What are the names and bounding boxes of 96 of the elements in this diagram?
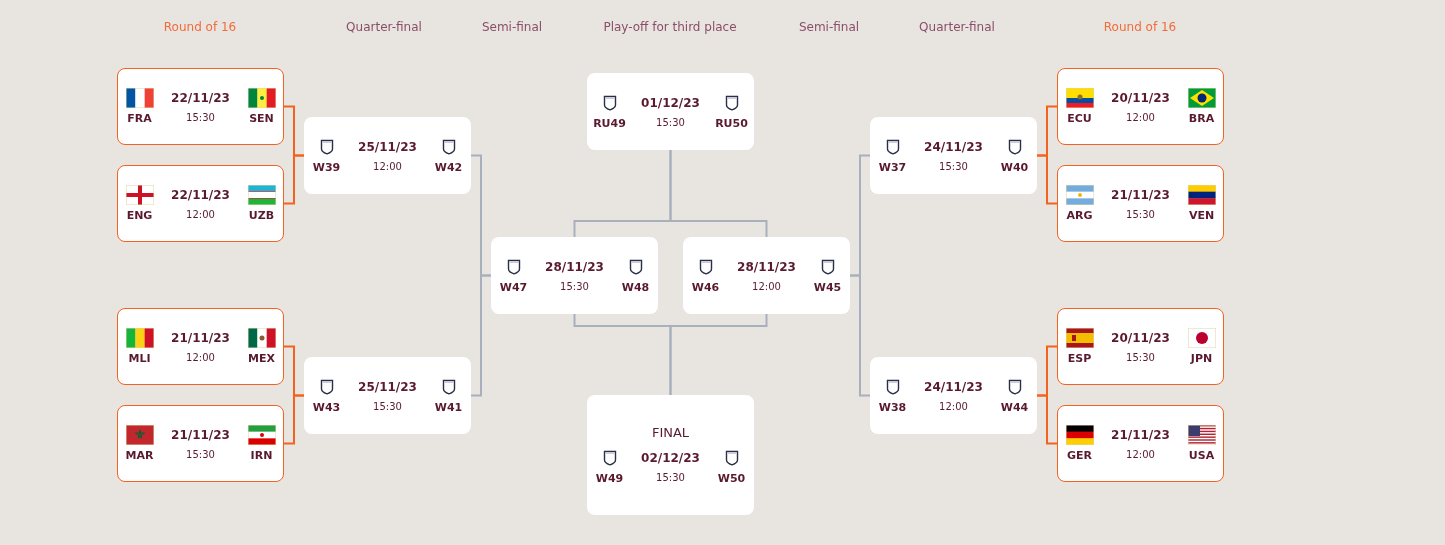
- match-time: 12:00: [373, 161, 402, 172]
- match-time: 15:30: [656, 117, 685, 128]
- round-heading: Round of 16: [163, 20, 237, 34]
- match-card: [587, 73, 754, 150]
- team-code: W38: [878, 401, 907, 414]
- team-code: W37: [878, 161, 907, 174]
- team-code: ARG: [1066, 209, 1093, 222]
- team-code: GER: [1067, 449, 1092, 462]
- match-time: 12:00: [186, 352, 215, 363]
- bracket-line: [283, 154, 305, 205]
- match-date: 28/11/23: [737, 259, 796, 276]
- team-code: SEN: [249, 112, 274, 125]
- match-date: 20/11/23: [1111, 90, 1170, 107]
- match-card: [117, 68, 284, 145]
- match-time: 15:30: [1126, 352, 1155, 363]
- team-code: VEN: [1188, 209, 1215, 222]
- team-code: RU50: [715, 117, 748, 130]
- match-card: [683, 237, 850, 314]
- team-code: W49: [595, 472, 624, 485]
- team-code: BRA: [1188, 112, 1215, 125]
- match-card: [117, 308, 284, 385]
- match-card: [117, 405, 284, 482]
- team-code: W40: [1000, 161, 1029, 174]
- bracket-line: [849, 274, 871, 397]
- team-code: W45: [813, 281, 842, 294]
- match-time: 15:30: [560, 281, 589, 292]
- match-date: 24/11/23: [924, 379, 983, 396]
- match-time: 15:30: [656, 472, 685, 483]
- round-heading: Round of 16: [1103, 20, 1177, 34]
- bracket-line: [669, 149, 768, 238]
- team-code: W50: [717, 472, 746, 485]
- team-code: W39: [312, 161, 341, 174]
- team-code: W48: [621, 281, 650, 294]
- team-code: JPN: [1190, 352, 1213, 365]
- team-code: MEX: [248, 352, 275, 365]
- team-code: MAR: [125, 449, 154, 462]
- match-time: 12:00: [1126, 112, 1155, 123]
- team-code: W46: [691, 281, 720, 294]
- match-card: [1057, 68, 1224, 145]
- match-date: 21/11/23: [171, 330, 230, 347]
- match-card: [1057, 405, 1224, 482]
- team-code: FRA: [127, 112, 152, 125]
- bracket-line: [1036, 154, 1058, 205]
- match-time: 12:00: [186, 209, 215, 220]
- round-heading: Quarter-final: [346, 20, 422, 34]
- match-card: [870, 117, 1037, 194]
- team-code: W43: [312, 401, 341, 414]
- match-date: 20/11/23: [1111, 330, 1170, 347]
- team-code: W42: [434, 161, 463, 174]
- round-heading: Quarter-final: [919, 20, 995, 34]
- team-code: ESP: [1067, 352, 1092, 365]
- match-time: 12:00: [1126, 449, 1155, 460]
- match-time: 12:00: [939, 401, 968, 412]
- match-time: 15:30: [186, 449, 215, 460]
- match-time: 15:30: [939, 161, 968, 172]
- team-code: W41: [434, 401, 463, 414]
- match-card: [587, 395, 754, 515]
- match-time: 12:00: [752, 281, 781, 292]
- team-code: RU49: [593, 117, 626, 130]
- match-time: 15:30: [1126, 209, 1155, 220]
- match-card: [304, 357, 471, 434]
- match-card: [117, 165, 284, 242]
- match-date: 25/11/23: [358, 379, 417, 396]
- match-card: [304, 117, 471, 194]
- round-heading: Play-off for third place: [603, 20, 737, 34]
- team-code: UZB: [248, 209, 275, 222]
- match-date: 24/11/23: [924, 139, 983, 156]
- match-date: 22/11/23: [171, 90, 230, 107]
- match-date: 28/11/23: [545, 259, 604, 276]
- bracket-line: [1036, 394, 1058, 445]
- match-date: 21/11/23: [1111, 427, 1170, 444]
- match-card: [1057, 308, 1224, 385]
- match-time: 15:30: [186, 112, 215, 123]
- match-card: [491, 237, 658, 314]
- team-code: ENG: [126, 209, 153, 222]
- match-date: 22/11/23: [171, 187, 230, 204]
- bracket-line: [470, 274, 492, 397]
- match-date: 21/11/23: [171, 427, 230, 444]
- match-date: 02/12/23: [641, 450, 700, 467]
- match-card: [1057, 165, 1224, 242]
- team-code: W44: [1000, 401, 1029, 414]
- round-heading: Semi-final: [481, 20, 543, 34]
- match-time: 15:30: [373, 401, 402, 412]
- team-code: MLI: [128, 352, 151, 365]
- match-date: 21/11/23: [1111, 187, 1170, 204]
- team-code: ECU: [1067, 112, 1092, 125]
- match-title: FINAL: [651, 425, 690, 440]
- team-code: USA: [1188, 449, 1215, 462]
- team-code: IRN: [250, 449, 273, 462]
- match-card: [870, 357, 1037, 434]
- match-date: 01/12/23: [641, 95, 700, 112]
- team-code: W47: [499, 281, 528, 294]
- bracket-line: [283, 394, 305, 445]
- match-date: 25/11/23: [358, 139, 417, 156]
- bracket-line: [669, 313, 768, 396]
- round-heading: Semi-final: [798, 20, 860, 34]
